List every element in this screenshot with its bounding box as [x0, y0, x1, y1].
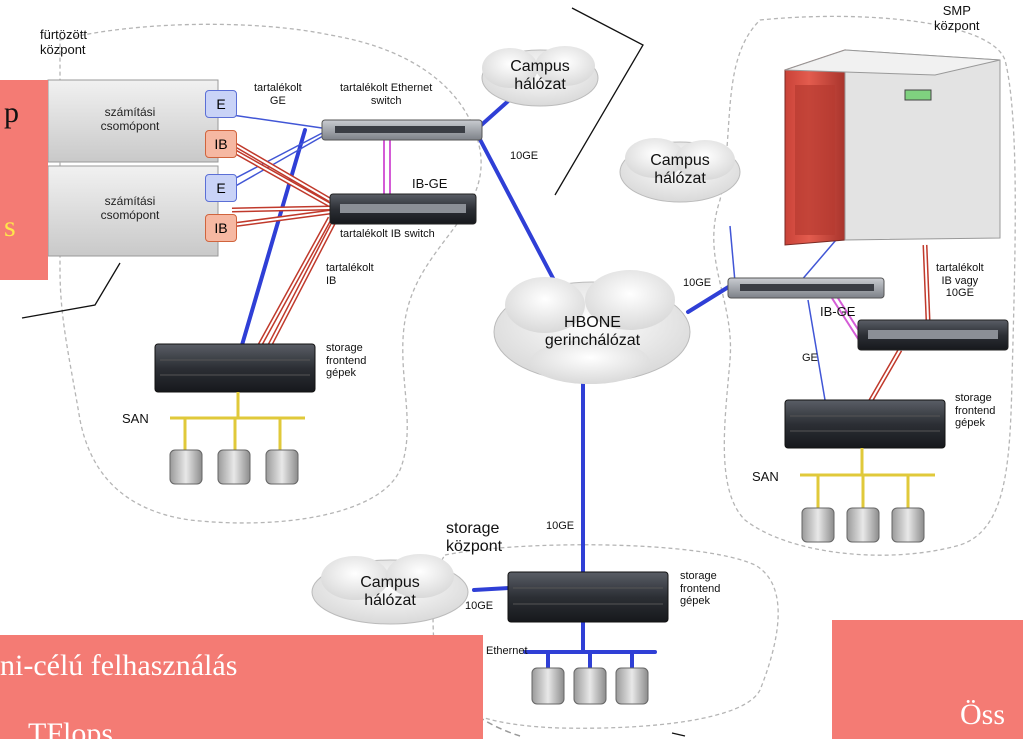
left-san-label: SAN [122, 411, 149, 426]
overlay-left-text-1: p [4, 96, 19, 129]
port-e-1: E [205, 90, 237, 118]
overlay-box-right: Öss [832, 620, 1023, 739]
overlay-box-bottom: ni-célú felhasználás TFlops [0, 635, 483, 739]
overlay-box-left: p s [0, 80, 48, 280]
smp-ib-switch [857, 319, 1009, 351]
smp-ge-label: GE [802, 352, 818, 364]
callout-bottom-arrow [671, 732, 686, 737]
region-smp-boundary [713, 15, 1016, 556]
cloud-campus-bottom [311, 554, 469, 625]
compute-node-1 [47, 79, 219, 163]
smp-ib-ge-label: IB-GE [820, 304, 856, 319]
cloud-campus-top [481, 46, 599, 107]
port-e-2: E [205, 174, 237, 202]
left-storage-frontend [154, 343, 316, 393]
overlay-left-text-2: s [4, 210, 16, 243]
left-san-disks [169, 449, 299, 485]
overlay-bottom-text-2: TFlops [28, 717, 114, 739]
tenge-label-top: 10GE [510, 150, 539, 162]
storage-center-frontend [507, 571, 669, 623]
ib-links [230, 140, 931, 404]
ib-switch-label: tartalékolt IB switch [340, 228, 435, 240]
port-ib-2: IB [205, 214, 237, 242]
ib-ge-label-left: IB-GE [412, 176, 448, 191]
tenge-label-bottom: 10GE [546, 520, 575, 532]
thin-blue-links [231, 114, 837, 401]
port-ib-1: IB [205, 130, 237, 158]
smp-san [800, 448, 935, 510]
smp-san-label: SAN [752, 469, 779, 484]
region-left-boundary [59, 23, 482, 524]
overlay-bottom-text-1: ni-célú felhasználás [0, 649, 238, 682]
storage-center-disks [531, 667, 649, 705]
ib-switch [329, 193, 477, 225]
tenge-label-campus: 10GE [465, 600, 494, 612]
smp-storage-frontend [784, 399, 946, 449]
smp-ethernet-switch [727, 277, 885, 299]
tenge-label-right: 10GE [683, 277, 712, 289]
callout-top [554, 7, 644, 196]
callout-left [21, 262, 121, 319]
smp-server [784, 49, 1001, 246]
cloud-campus-mid [619, 138, 741, 203]
cloud-hbone [493, 270, 691, 384]
smp-san-disks [801, 507, 925, 543]
ethernet-switch [321, 119, 483, 141]
overlay-right-text: Öss [960, 698, 1006, 731]
left-san [170, 392, 305, 450]
ethernet-label: Ethernet [486, 645, 528, 657]
compute-node-2 [47, 165, 219, 257]
